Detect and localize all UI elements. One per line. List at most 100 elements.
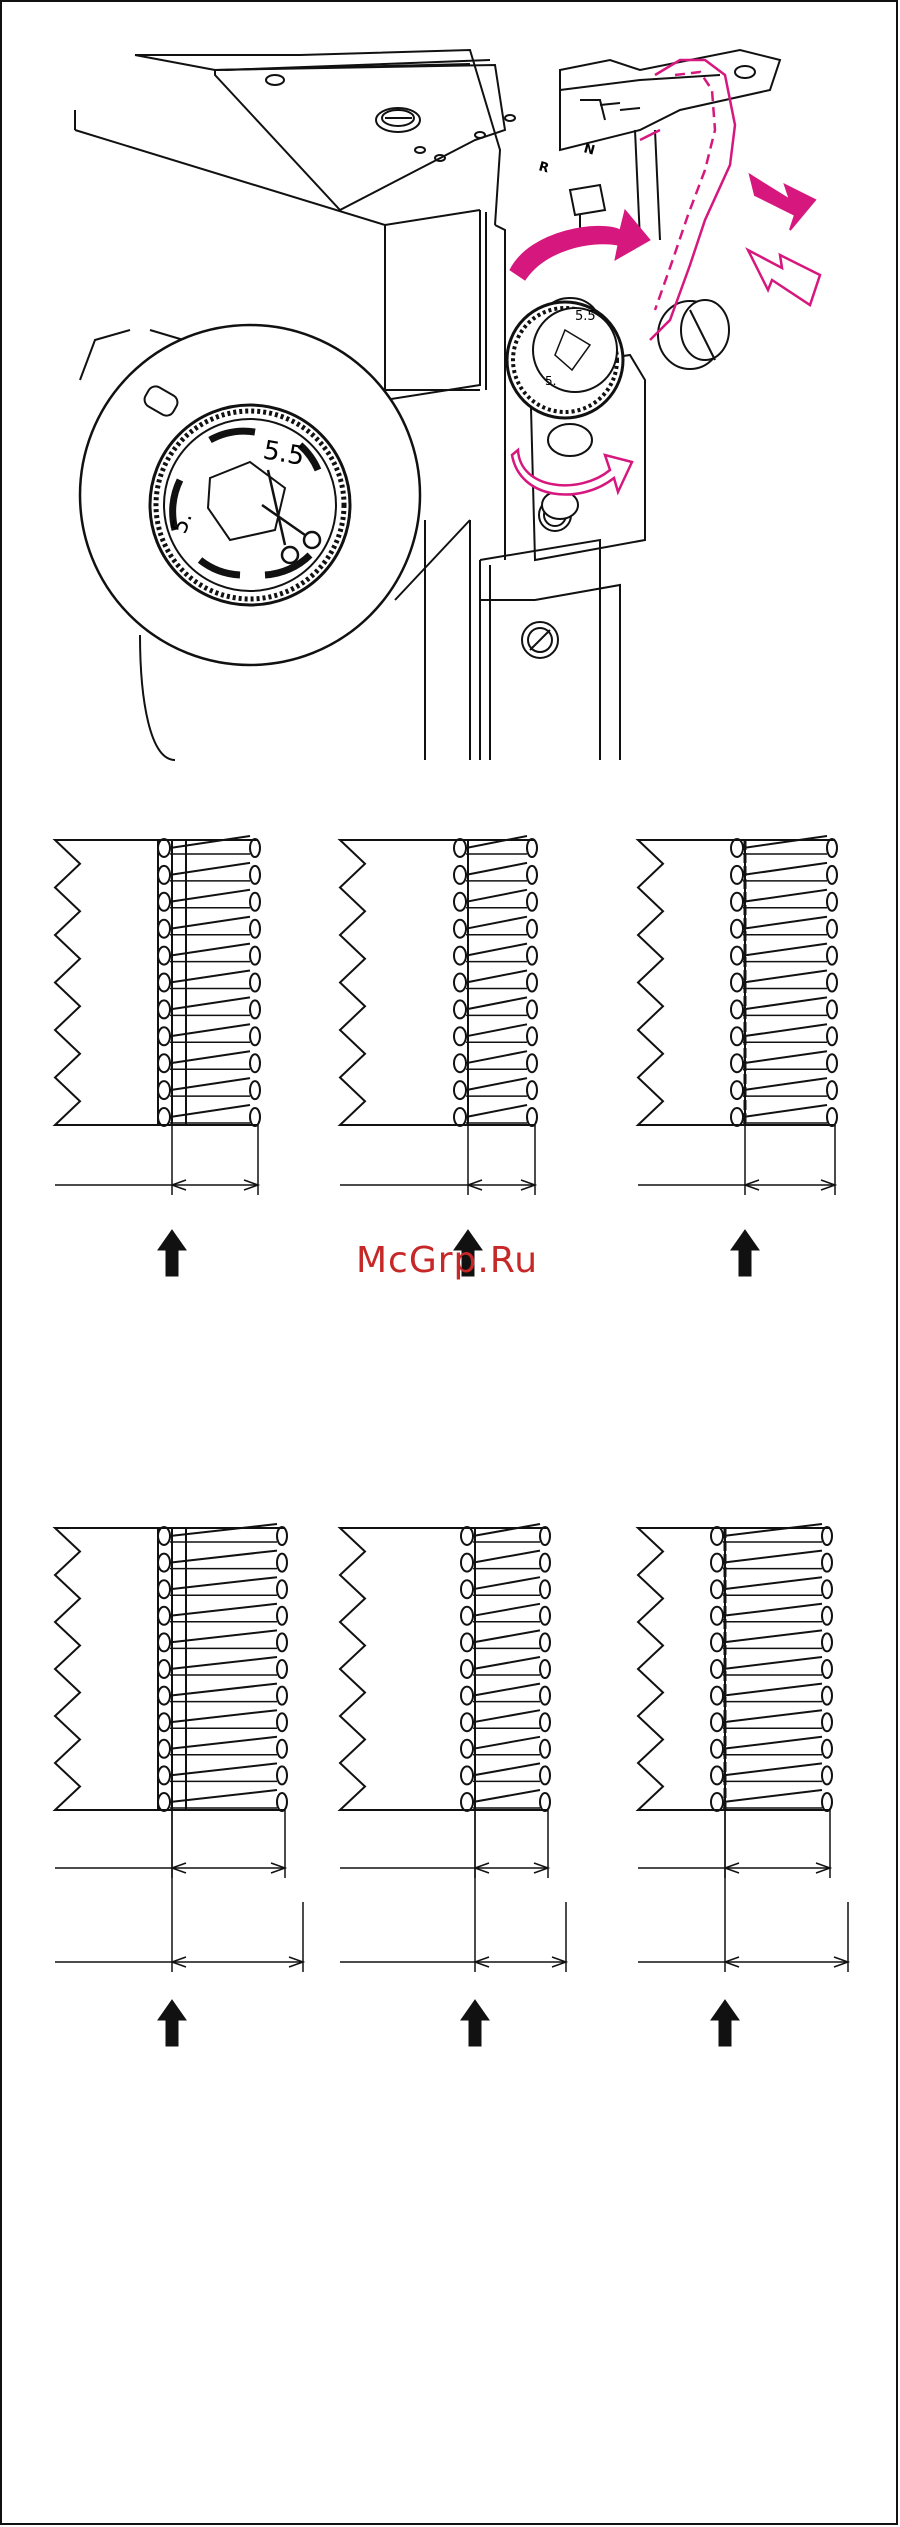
stitch-thread bbox=[473, 1604, 540, 1616]
stitch-thread bbox=[170, 1024, 250, 1036]
stitch-loop bbox=[540, 1766, 550, 1784]
stitch-loop bbox=[731, 1000, 743, 1018]
stitch-loop bbox=[527, 947, 537, 965]
stitch-thread bbox=[473, 1763, 540, 1775]
stitch-thread bbox=[170, 863, 250, 875]
stitch-loop bbox=[527, 974, 537, 992]
stitch-loop bbox=[250, 920, 260, 938]
stitch-loop bbox=[540, 1713, 550, 1731]
stitch-loop bbox=[158, 866, 170, 884]
stitch-loop bbox=[711, 1713, 723, 1731]
stitch-loop bbox=[158, 920, 170, 938]
stitch-loop bbox=[158, 1713, 170, 1731]
stitch-loop bbox=[711, 1660, 723, 1678]
stitch-loop bbox=[527, 1027, 537, 1045]
up-arrow-icon bbox=[461, 2000, 489, 2046]
stitch-loop bbox=[277, 1713, 287, 1731]
stitch-loop bbox=[827, 947, 837, 965]
stitch-thread bbox=[170, 1051, 250, 1063]
stitch-loop bbox=[158, 1687, 170, 1705]
stitch-loop bbox=[250, 1027, 260, 1045]
stitch-loop bbox=[822, 1766, 832, 1784]
stitch-thread bbox=[170, 997, 250, 1009]
stitch-loop bbox=[461, 1633, 473, 1651]
watermark-text: McGrp.Ru bbox=[356, 1240, 538, 1281]
stitch-loop bbox=[158, 1554, 170, 1572]
stitch-thread bbox=[170, 890, 250, 902]
stitch-thread bbox=[170, 971, 250, 983]
stitch-thread bbox=[723, 1763, 822, 1775]
stitch-thread bbox=[743, 1024, 827, 1036]
stitch-loop bbox=[731, 1054, 743, 1072]
stitch-loop bbox=[250, 947, 260, 965]
stitch-loop bbox=[711, 1580, 723, 1598]
stitch-loop bbox=[158, 1081, 170, 1099]
stitch-thread bbox=[723, 1737, 822, 1749]
stitch-loop bbox=[277, 1766, 287, 1784]
stitch-loop bbox=[540, 1607, 550, 1625]
stitch-thread bbox=[743, 863, 827, 875]
stitch-thread bbox=[723, 1710, 822, 1722]
stitch-loop bbox=[540, 1633, 550, 1651]
stitch-thread bbox=[743, 836, 827, 848]
stitch-loop bbox=[158, 947, 170, 965]
stitch-loop bbox=[827, 839, 837, 857]
stitch-loop bbox=[454, 974, 466, 992]
stitch-thread bbox=[170, 1078, 250, 1090]
stitch-loop bbox=[731, 893, 743, 911]
stitch-loop bbox=[277, 1660, 287, 1678]
stitch-loop bbox=[540, 1687, 550, 1705]
stitch-loop bbox=[158, 1580, 170, 1598]
stitch-loop bbox=[822, 1607, 832, 1625]
stitch-loop bbox=[527, 1081, 537, 1099]
stitch-loop bbox=[540, 1554, 550, 1572]
stitch-sample bbox=[638, 1524, 848, 1972]
stitch-loop bbox=[250, 893, 260, 911]
stitch-thread bbox=[743, 1051, 827, 1063]
stitch-thread bbox=[723, 1551, 822, 1563]
stitch-thread bbox=[723, 1684, 822, 1696]
stitch-loop bbox=[454, 839, 466, 857]
stitch-loop bbox=[250, 1108, 260, 1126]
stitch-sample bbox=[55, 1524, 303, 1972]
stitch-thread bbox=[723, 1604, 822, 1616]
stitch-loop bbox=[822, 1687, 832, 1705]
stitch-loop bbox=[158, 1633, 170, 1651]
stitch-thread bbox=[170, 836, 250, 848]
stitch-loop bbox=[827, 866, 837, 884]
stitch-thread bbox=[473, 1524, 540, 1536]
stitch-thread bbox=[743, 1078, 827, 1090]
stitch-loop bbox=[827, 1081, 837, 1099]
stitch-thread bbox=[473, 1790, 540, 1802]
stitch-loop bbox=[250, 839, 260, 857]
stitch-thread bbox=[473, 1551, 540, 1563]
stitch-loop bbox=[158, 1527, 170, 1545]
stitch-loop bbox=[277, 1580, 287, 1598]
stitch-loop bbox=[711, 1740, 723, 1758]
stitch-loop bbox=[822, 1554, 832, 1572]
stitch-loop bbox=[158, 1108, 170, 1126]
stitch-thread bbox=[473, 1577, 540, 1589]
stitch-thread bbox=[723, 1657, 822, 1669]
stitch-loop bbox=[158, 1766, 170, 1784]
stitch-thread bbox=[743, 917, 827, 929]
stitch-loop bbox=[461, 1527, 473, 1545]
stitch-loop bbox=[711, 1607, 723, 1625]
stitch-loop bbox=[711, 1687, 723, 1705]
stitch-row bbox=[55, 1524, 848, 1972]
stitch-loop bbox=[731, 1027, 743, 1045]
stitch-loop bbox=[827, 893, 837, 911]
stitch-loop bbox=[711, 1793, 723, 1811]
stitch-loop bbox=[827, 920, 837, 938]
stitch-loop bbox=[731, 1081, 743, 1099]
stitch-row bbox=[55, 836, 837, 1195]
stitch-thread bbox=[473, 1737, 540, 1749]
stitch-thread bbox=[723, 1577, 822, 1589]
up-arrow-icon bbox=[158, 2000, 186, 2046]
stitch-loop bbox=[822, 1740, 832, 1758]
stitch-loop bbox=[827, 1054, 837, 1072]
stitch-loop bbox=[158, 893, 170, 911]
stitch-loop bbox=[540, 1527, 550, 1545]
stitch-loop bbox=[277, 1740, 287, 1758]
stitch-thread bbox=[723, 1630, 822, 1642]
